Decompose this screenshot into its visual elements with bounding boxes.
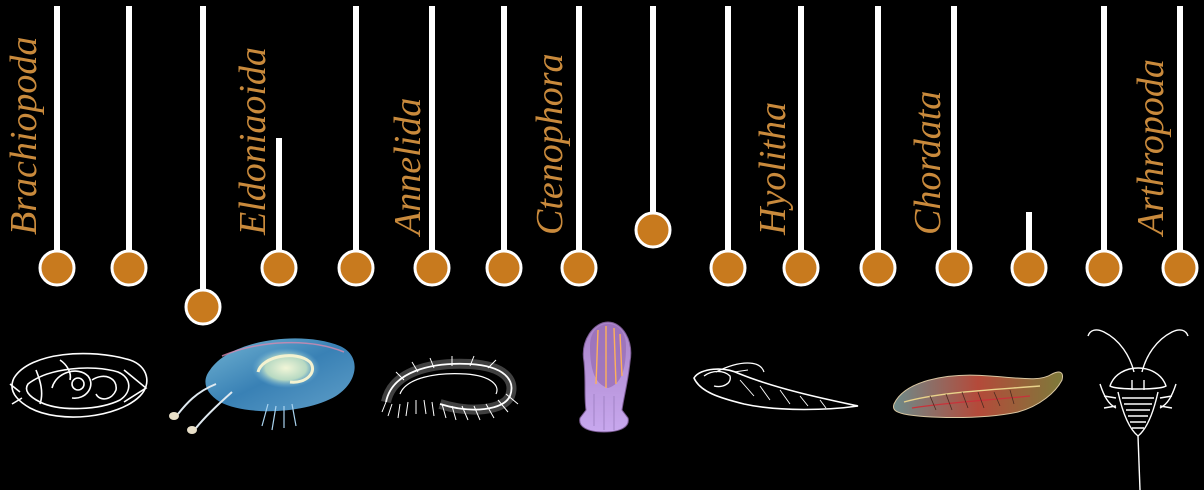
annelid-worm-icon bbox=[382, 356, 518, 420]
marker-node-14 bbox=[1012, 251, 1046, 285]
marker-node-16 bbox=[1163, 251, 1197, 285]
label-annelida: Annelida bbox=[387, 98, 429, 238]
label-arthropoda: Arthropoda bbox=[1130, 59, 1172, 238]
label-chordata: Chordata bbox=[907, 91, 949, 235]
marker-node-11 bbox=[784, 251, 818, 285]
marker-node-13 bbox=[937, 251, 971, 285]
label-brachiopoda: Brachiopoda bbox=[3, 37, 45, 235]
label-eldoniaoida: Eldoniaoida bbox=[232, 47, 274, 236]
marker-node-2 bbox=[112, 251, 146, 285]
marker-node-15 bbox=[1087, 251, 1121, 285]
marker-node-12 bbox=[861, 251, 895, 285]
label-hyolitha: Hyolitha bbox=[752, 102, 794, 236]
marker-node-5 bbox=[339, 251, 373, 285]
phylum-labels: Brachiopoda Eldoniaoida Annelida Ctenoph… bbox=[3, 37, 1172, 238]
brachiopod-shell-icon bbox=[10, 354, 147, 418]
marker-node-9 bbox=[636, 213, 670, 247]
marker-node-8 bbox=[562, 251, 596, 285]
marker-node-1 bbox=[40, 251, 74, 285]
lollipop-markers bbox=[40, 6, 1197, 324]
marker-node-6 bbox=[415, 251, 449, 285]
marker-node-4 bbox=[262, 251, 296, 285]
marker-node-3 bbox=[186, 290, 220, 324]
ctenophore-icon bbox=[580, 322, 631, 432]
trilobite-arthropod-icon bbox=[1088, 330, 1188, 490]
hyolith-icon bbox=[694, 363, 858, 410]
eldonia-jellyfish-icon bbox=[169, 338, 355, 434]
label-ctenophora: Ctenophora bbox=[529, 53, 571, 235]
marker-node-7 bbox=[487, 251, 521, 285]
marker-node-10 bbox=[711, 251, 745, 285]
chordate-fish-icon bbox=[893, 372, 1062, 418]
